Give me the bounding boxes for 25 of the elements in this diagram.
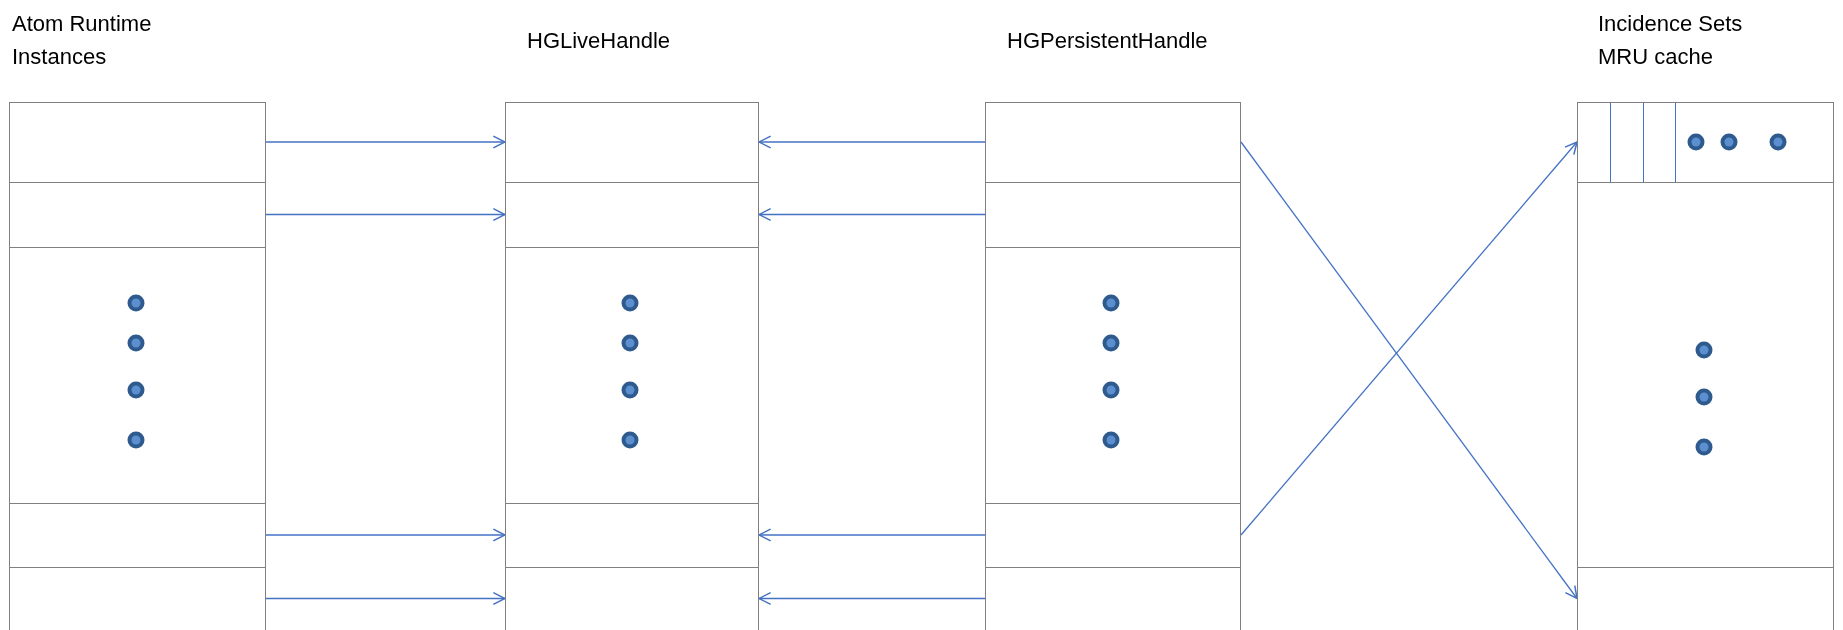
arrow (758, 207, 986, 222)
row-cell (9, 102, 266, 183)
arrow (758, 591, 986, 606)
column-heading: HGLiveHandle (527, 27, 672, 55)
arrow (758, 528, 986, 542)
arrow (265, 135, 506, 149)
arrow (265, 207, 506, 222)
row-cell (9, 182, 266, 248)
row-cell (985, 182, 1241, 248)
row-cell (505, 503, 759, 568)
row-cell (505, 567, 759, 630)
arrow (758, 135, 986, 149)
row-cell (985, 503, 1241, 568)
row-cell (1577, 567, 1834, 630)
row-cell (9, 567, 266, 630)
column-heading: Atom Runtime Instances (12, 10, 153, 71)
row-cell (985, 102, 1241, 183)
arrow (265, 591, 506, 606)
row-cell (985, 567, 1241, 630)
row-cell (505, 182, 759, 248)
column-heading: HGPersistentHandle (1007, 27, 1209, 55)
row-cell (9, 503, 266, 568)
row-cell (505, 102, 759, 183)
arrow (265, 528, 506, 542)
column-heading: Incidence Sets MRU cache (1598, 10, 1744, 71)
